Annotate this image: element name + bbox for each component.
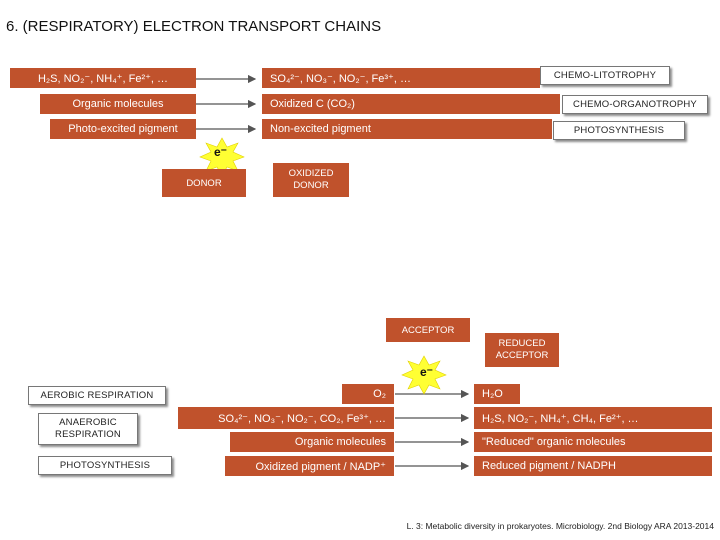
label-chemo-organotrophy: CHEMO-ORGANOTROPHY <box>562 95 708 114</box>
donor-box: DONOR <box>162 169 246 197</box>
acceptor-box: ACCEPTOR <box>386 318 470 342</box>
label-anaerobic-respiration: ANAEROBIC RESPIRATION <box>38 413 138 445</box>
bottom-acceptor-1: O₂ <box>342 384 394 404</box>
bottom-product-3: "Reduced" organic molecules <box>474 432 712 452</box>
bottom-product-2: H₂S, NO₂⁻, NH₄⁺, CH₄, Fe²⁺, … <box>474 407 712 429</box>
top-donor-2: Organic molecules <box>40 94 196 114</box>
reduced-acceptor-box: REDUCED ACCEPTOR <box>485 333 559 367</box>
electron-label-bottom: e⁻ <box>420 365 434 379</box>
bottom-product-4: Reduced pigment / NADPH <box>474 456 712 476</box>
electron-label-top: e⁻ <box>214 145 228 159</box>
electron-star-bottom <box>401 355 447 395</box>
top-product-2: Oxidized C (CO₂) <box>262 94 560 114</box>
bottom-acceptor-2: SO₄²⁻, NO₃⁻, NO₂⁻, CO₂, Fe³⁺, … <box>178 407 394 429</box>
label-aerobic-respiration: AEROBIC RESPIRATION <box>28 386 166 405</box>
footer-citation: L. 3: Metabolic diversity in prokaryotes… <box>406 521 714 531</box>
top-donor-1: H₂S, NO₂⁻, NH₄⁺, Fe²⁺, … <box>10 68 196 88</box>
oxidized-donor-box: OXIDIZED DONOR <box>273 163 349 197</box>
page-title: 6. (RESPIRATORY) ELECTRON TRANSPORT CHAI… <box>6 18 382 35</box>
label-photosynthesis-bottom: PHOTOSYNTHESIS <box>38 456 172 475</box>
bottom-acceptor-4: Oxidized pigment / NADP⁺ <box>225 456 394 476</box>
top-donor-3: Photo-excited pigment <box>50 119 196 139</box>
bottom-acceptor-3: Organic molecules <box>230 432 394 452</box>
bottom-product-1: H₂O <box>474 384 520 404</box>
top-product-1: SO₄²⁻, NO₃⁻, NO₂⁻, Fe³⁺, … <box>262 68 540 88</box>
label-chemo-litotrophy: CHEMO-LITOTROPHY <box>540 66 670 85</box>
label-photosynthesis-top: PHOTOSYNTHESIS <box>553 121 685 140</box>
top-product-3: Non-excited pigment <box>262 119 552 139</box>
